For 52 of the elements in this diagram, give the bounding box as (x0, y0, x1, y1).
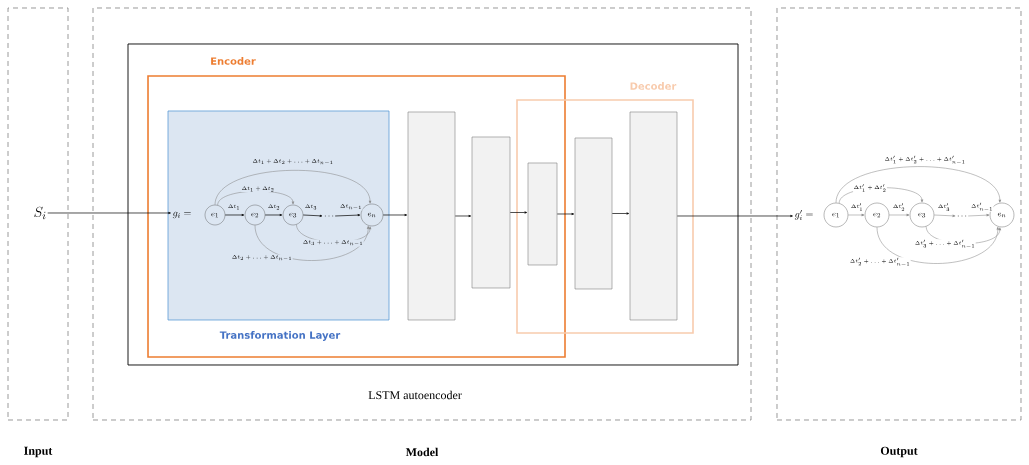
edge-label: $\Delta t'_1 + \Delta t'_2 + \ldots + \Delta t'_{n-1}$ (884, 155, 966, 165)
arrow (47, 211, 171, 215)
edge-label: $\Delta t'_{n-1}$ (970, 202, 994, 212)
panel-heading: Input (24, 446, 53, 458)
arrow (676, 214, 793, 218)
box-heading: Decoder (630, 82, 677, 90)
layer-bar (471, 136, 511, 289)
edge-label: $\Delta t_3$ (304, 204, 318, 210)
edge-label: $\Delta t_1 + \Delta t_2$ (241, 186, 275, 192)
arrow (967, 213, 990, 217)
arrow (933, 214, 956, 218)
box-heading: Encoder (211, 57, 256, 65)
arrow (254, 224, 370, 261)
arrow (876, 226, 999, 264)
edge-label: $\Delta t_2 + \ldots + \Delta t_{n-1}$ (231, 254, 293, 262)
sequence-label: $S_i$ (34, 206, 46, 220)
edge-label: $\Delta t'_2$ (892, 202, 906, 212)
arrow (264, 213, 283, 217)
graph-label: $g'_i =$ (794, 209, 813, 221)
arrow (382, 213, 408, 217)
box-heading: Transformation Layer (219, 331, 341, 341)
layer-bar (407, 111, 456, 321)
edge-label: $\Delta t_2$ (267, 204, 281, 210)
arrow (224, 213, 245, 217)
arrow (847, 213, 865, 217)
layer-bar (527, 162, 558, 266)
layer-bar (574, 137, 613, 290)
arrow (835, 166, 1002, 204)
arrow (302, 214, 323, 217)
arrow (334, 214, 361, 217)
ellipsis: $\ldots$ (957, 215, 967, 217)
edge-label: $\Delta t'_3$ (937, 202, 951, 212)
graph-label: $g_i =$ (172, 211, 191, 219)
edge-label: $\Delta t'_1 + \Delta t'_2$ (853, 183, 887, 193)
edge-label: $\Delta t'_3 + \ldots + \Delta t'_{n-1}$ (914, 239, 976, 249)
edge-label: $\Delta t_3 + \ldots + \Delta t_{n-1}$ (302, 239, 364, 247)
edge-label: $\Delta t'_2 + \ldots + \Delta t'_{n-1}$ (849, 257, 911, 267)
edge-label: $\Delta t_1 + \Delta t_2 + \ldots + \Delta t_{n-1}$ (252, 158, 334, 166)
arrow (509, 211, 528, 214)
arrow (888, 213, 910, 217)
arrow (611, 212, 630, 215)
arrow (214, 170, 372, 206)
edge-label: $\Delta t_{n-1}$ (339, 203, 363, 211)
edge-label: $\Delta t_1$ (227, 204, 241, 210)
panel-heading: Model (405, 447, 439, 457)
box-heading: LSTM autoencoder (368, 390, 462, 400)
panel-heading: Output (880, 446, 918, 458)
arrow (454, 214, 472, 218)
arrow (556, 212, 575, 216)
ellipsis: $\ldots$ (324, 215, 334, 217)
edge-label: $\Delta t'_1$ (850, 202, 864, 212)
layer-bar (629, 111, 678, 321)
